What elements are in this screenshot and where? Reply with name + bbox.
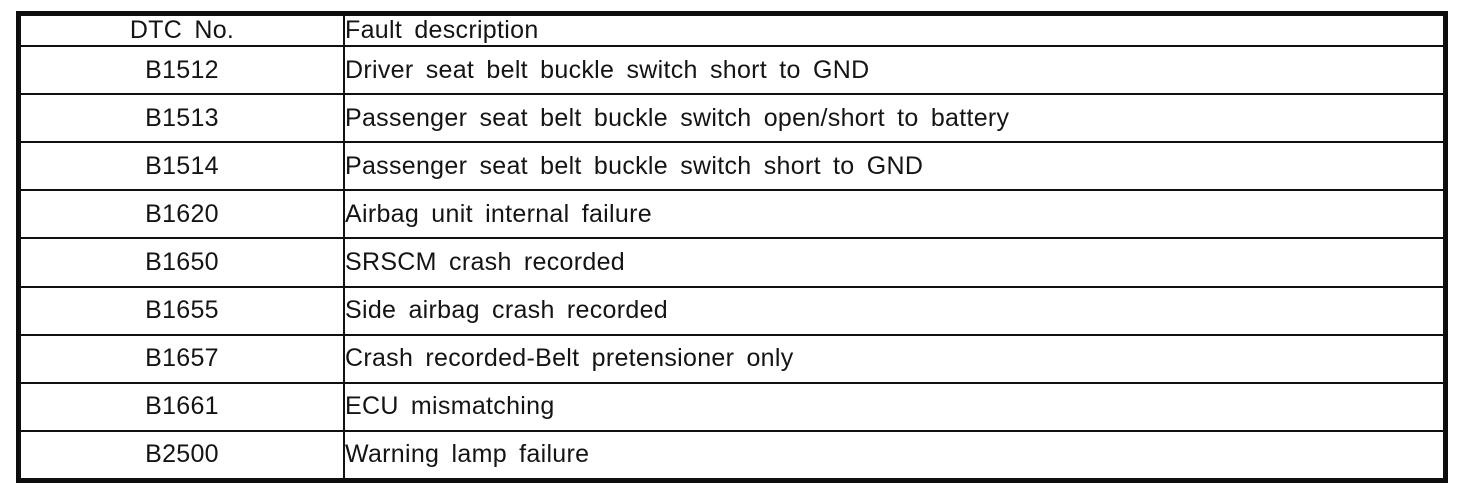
fault-description-cell: ECU mismatching [343, 381, 1445, 432]
fault-description-cell: Warning lamp failure [343, 429, 1445, 481]
dtc-code-cell: B1661 [19, 381, 345, 432]
dtc-code-cell: B1655 [19, 285, 345, 336]
header-fault-description: Fault description [343, 14, 1445, 47]
header-dtc-no: DTC No. [19, 14, 345, 47]
fault-description-cell: Passenger seat belt buckle switch short … [343, 141, 1445, 192]
header-row: DTC No. Fault description [19, 14, 1445, 47]
dtc-code-cell: B1514 [19, 141, 345, 192]
dtc-code-cell: B1512 [19, 44, 345, 96]
fault-description-cell: Side airbag crash recorded [343, 285, 1445, 336]
dtc-code-cell: B1513 [19, 93, 345, 144]
fault-description-cell: Crash recorded-Belt pretensioner only [343, 333, 1445, 384]
fault-description-cell: Airbag unit internal failure [343, 189, 1445, 240]
fault-description-cell: SRSCM crash recorded [343, 237, 1445, 288]
dtc-code-cell: B2500 [19, 429, 345, 481]
dtc-code-cell: B1620 [19, 189, 345, 240]
fault-description-cell: Passenger seat belt buckle switch open/s… [343, 93, 1445, 144]
dtc-code-cell: B1657 [19, 333, 345, 384]
fault-description-cell: Driver seat belt buckle switch short to … [343, 44, 1445, 96]
table-header: DTC No. Fault description [19, 14, 1445, 47]
dtc-code-cell: B1650 [19, 237, 345, 288]
